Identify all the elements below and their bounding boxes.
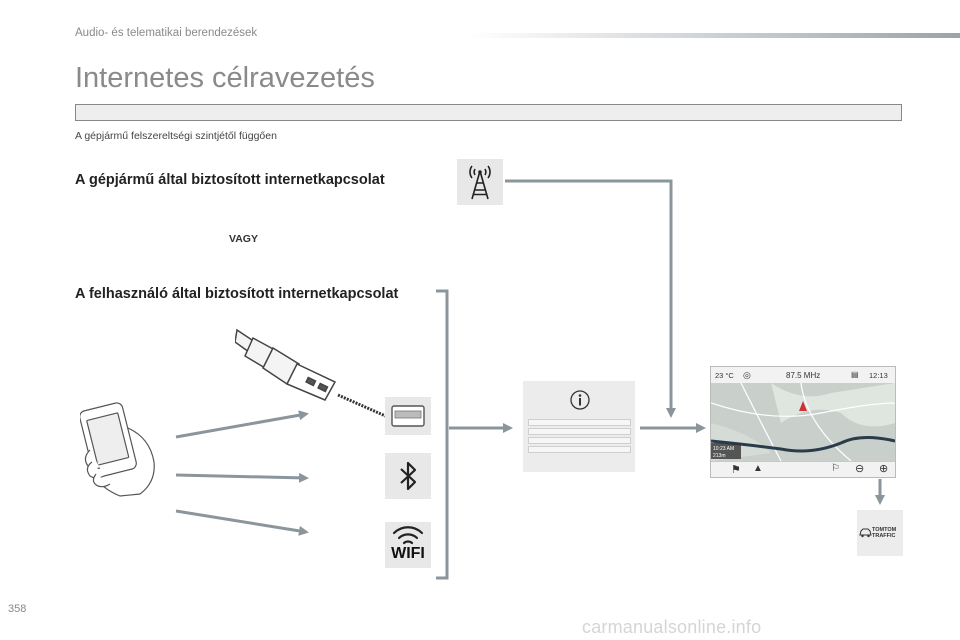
navigation-screen: 23 °C ◎ 87.5 MHz ▤ 12:13 10:23 AM 213m ⚑…: [710, 366, 896, 478]
bluetooth-icon: [385, 453, 431, 499]
nav-icon: ◎: [743, 370, 751, 380]
phone-to-bluetooth-arrow: [175, 472, 309, 483]
smartphone-icon: [80, 402, 155, 497]
traffic-icon: ⚐: [831, 463, 840, 474]
wifi-label: WIFI: [391, 545, 425, 562]
info-icon: [570, 390, 590, 410]
wifi-icon: WIFI: [385, 522, 431, 568]
temperature-label: 23 °C: [715, 371, 734, 380]
antenna-icon: [457, 159, 503, 205]
screen-status-bar: 23 °C ◎ 87.5 MHz ▤ 12:13: [711, 367, 895, 384]
frequency-label: 87.5 MHz: [786, 371, 821, 380]
title-bar: [75, 104, 902, 121]
clock-label: 12:13: [869, 371, 888, 380]
car-icon: [859, 528, 872, 538]
header-rule: [470, 33, 960, 38]
map-view: 10:23 AM 213m: [711, 383, 895, 461]
radio-icon: ▤: [851, 370, 859, 379]
nav-time-label: 10:23 AM: [713, 446, 734, 452]
page-title: Internetes célravezetés: [75, 62, 375, 94]
usb-port-icon: [385, 397, 431, 435]
tomtom-line1: TOMTOM: [872, 527, 897, 533]
heading-user-connection: A felhasználó által biztosított internet…: [75, 286, 399, 302]
phone-to-wifi-arrow: [175, 509, 309, 536]
antenna-connector-line: [505, 179, 676, 418]
nav-dist-label: 213m: [713, 453, 726, 459]
tomtom-line2: TRAFFIC: [872, 533, 896, 539]
or-label: VAGY: [229, 233, 258, 245]
tomtom-traffic-icon: TOMTOM TRAFFIC: [857, 510, 903, 556]
phone-to-usb-arrow: [175, 410, 309, 439]
watermark: carmanualsonline.info: [582, 617, 762, 637]
info-row: [528, 428, 631, 435]
info-screen: [523, 381, 635, 472]
flag-icon: ⚑: [731, 464, 741, 476]
zoom-out-icon: ⊖: [855, 463, 865, 475]
usb-cable-icon: [235, 328, 337, 401]
usb-wire-line: [337, 393, 391, 420]
page-number: 358: [8, 603, 27, 615]
screen-bottom-bar: ⚑ ▲ ⚐ ⊖ ⊕: [711, 461, 895, 477]
info-row: [528, 437, 631, 444]
subtitle: A gépjármű felszereltségi szintjétől füg…: [75, 130, 277, 142]
info-row: [528, 446, 631, 453]
zoom-in-icon: ⊕: [879, 463, 889, 475]
user-bracket-line: [436, 289, 449, 580]
compass-icon: ▲: [753, 463, 763, 474]
heading-vehicle-connection: A gépjármű által biztosított internetkap…: [75, 172, 385, 188]
section-header: Audio- és telematikai berendezések: [75, 27, 258, 39]
info-row: [528, 419, 631, 426]
